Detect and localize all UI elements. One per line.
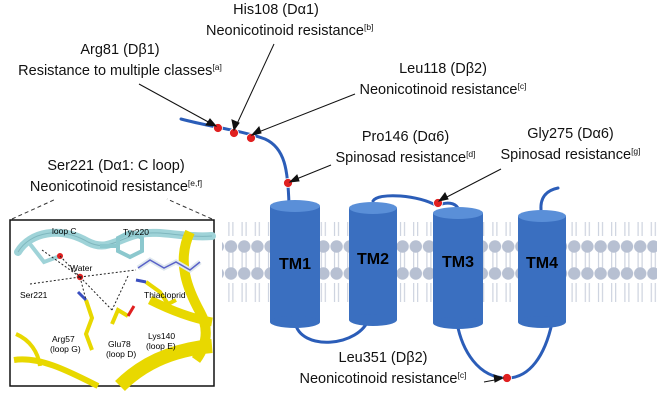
inset-arg57-label: Arg57: [52, 334, 75, 344]
tm3-label: TM3: [442, 254, 474, 271]
inset-water-label: Water: [70, 263, 93, 273]
residue-label: Pro146 (Dα6): [361, 129, 450, 145]
annotation-leu351: Leu351 (Dβ2) Neonicotinoid resistance[c]: [278, 350, 488, 388]
annotation-ser221: Ser221 (Dα1: C loop) Neonicotinoid resis…: [10, 158, 222, 196]
residue-label: Ser221 (Dα1: C loop): [47, 158, 185, 174]
inset-lys140-label: Lys140: [148, 331, 175, 341]
reference-label: [b]: [363, 22, 374, 32]
annotation-leu118: Leu118 (Dβ2) Neonicotinoid resistance[c]: [338, 61, 548, 99]
effect-label: Neonicotinoid resistance: [29, 179, 188, 195]
annotation-gly275: Gly275 (Dα6) Spinosad resistance[g]: [488, 126, 653, 164]
annotation-arrows: [138, 43, 505, 383]
tm1-helix: TM1: [270, 200, 320, 328]
annotation-arg81: Arg81 (Dβ1) Resistance to multiple class…: [0, 42, 240, 80]
loop-tm1-tm2: [293, 316, 371, 344]
reference-label: [e,f]: [187, 178, 203, 188]
inset-tyr220-label: Tyr220: [123, 227, 149, 237]
effect-label: Spinosad resistance: [335, 150, 467, 166]
tm3-helix: TM3: [433, 207, 483, 329]
reference-label: [c]: [517, 81, 527, 91]
effect-label: Neonicotinoid resistance: [299, 371, 458, 387]
inset-thiacloprid-label: Thiacloprid: [144, 290, 186, 300]
residue-label: His108 (Dα1): [233, 2, 319, 18]
effect-label: Neonicotinoid resistance: [206, 23, 364, 39]
reference-label: [a]: [212, 62, 222, 72]
tm2-helix: TM2: [349, 202, 397, 326]
inset-lys140-loop-label: (loop E): [146, 341, 176, 351]
annotation-pro146: Pro146 (Dα6) Spinosad resistance[d]: [318, 129, 493, 167]
residue-label: Leu118 (Dβ2): [399, 61, 487, 77]
mutation-dot-ser221: [283, 178, 293, 188]
inset-glu78-loop-label: (loop D): [106, 349, 136, 359]
reference-label: [c]: [457, 370, 467, 380]
reference-label: [g]: [631, 146, 641, 156]
residue-label: Arg81 (Dβ1): [80, 42, 160, 58]
mutation-sites: [213, 123, 512, 383]
tm4-label: TM4: [526, 255, 558, 272]
tm4-helix: TM4: [518, 210, 566, 328]
residue-label: Gly275 (Dα6): [527, 126, 614, 142]
inset-glu78-label: Glu78: [108, 339, 131, 349]
effect-label: Spinosad resistance: [500, 147, 632, 163]
residue-label: Leu351 (Dβ2): [338, 350, 428, 366]
inset-arg57-loop-label: (loop G): [50, 344, 81, 354]
tm1-label: TM1: [279, 256, 311, 273]
binding-site-inset: loop C Tyr220 Water Ser221 Thiacloprid A…: [9, 219, 216, 392]
reference-label: [d]: [466, 149, 476, 159]
annotation-his108: His108 (Dα1) Neonicotinoid resistance[b]: [206, 2, 373, 40]
mutation-dot-leu118: [246, 133, 256, 143]
inset-loop-c-label: loop C: [52, 226, 77, 236]
c-terminal: [539, 186, 560, 212]
tm2-label: TM2: [357, 251, 389, 268]
inset-ser221-label: Ser221: [20, 290, 48, 300]
inset-zoom-lines: [11, 198, 213, 220]
effect-label: Neonicotinoid resistance: [359, 82, 518, 98]
effect-label: Resistance to multiple classes: [18, 63, 213, 79]
